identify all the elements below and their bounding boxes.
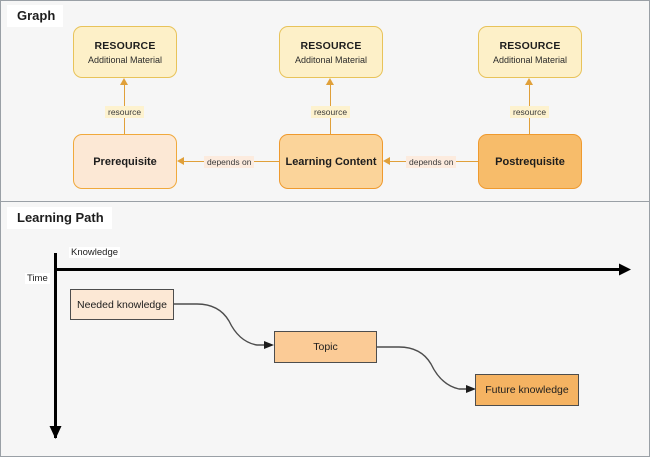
- resource-2-title: RESOURCE: [300, 39, 362, 52]
- resource-3-subtitle: Additional Material: [492, 54, 568, 65]
- resource-3-title: RESOURCE: [499, 39, 561, 52]
- edge-label-resource-3: resource: [510, 106, 550, 118]
- graph-node-resource-2[interactable]: RESOURCE Additonal Material: [279, 26, 383, 78]
- edge-arrow-resource-3: [525, 78, 533, 85]
- connector-needed-to-topic: [174, 303, 265, 346]
- graph-node-resource-3[interactable]: RESOURCE Additional Material: [478, 26, 582, 78]
- postrequisite-label: Postrequisite: [495, 155, 565, 168]
- resource-1-title: RESOURCE: [94, 39, 156, 52]
- edge-arrow-resource-2: [326, 78, 334, 85]
- step-needed-knowledge-label: Needed knowledge: [77, 298, 167, 311]
- step-future-knowledge-label: Future knowledge: [485, 384, 569, 396]
- connector-topic-to-future: [377, 346, 467, 390]
- edge-arrow-depends-2: [383, 157, 390, 165]
- edge-label-resource-2: resource: [311, 106, 351, 118]
- connector-arrowhead-topic: [264, 341, 274, 349]
- graph-node-postrequisite[interactable]: Postrequisite: [478, 134, 582, 189]
- graph-node-prerequisite[interactable]: Prerequisite: [73, 134, 177, 189]
- edge-arrow-resource-1: [120, 78, 128, 85]
- learning-content-label: Learning Content: [285, 155, 377, 168]
- edge-label-depends-2: depends on: [406, 156, 457, 168]
- resource-2-subtitle: Additonal Material: [294, 54, 368, 65]
- axis-label-knowledge: Knowledge: [69, 247, 121, 258]
- learning-path-step-needed-knowledge[interactable]: Needed knowledge: [70, 289, 174, 320]
- panel-title-graph: Graph: [7, 5, 64, 27]
- knowledge-axis-line: [56, 268, 621, 271]
- time-axis-line: [54, 253, 57, 438]
- panel-title-learning-path: Learning Path: [7, 207, 112, 229]
- axis-label-time: Time: [25, 273, 50, 284]
- step-topic-label: Topic: [313, 341, 338, 353]
- edge-label-resource-1: resource: [105, 106, 145, 118]
- graph-node-learning-content[interactable]: Learning Content: [279, 134, 383, 189]
- edge-label-depends-1: depends on: [204, 156, 255, 168]
- learning-path-step-topic[interactable]: Topic: [274, 331, 377, 363]
- edge-arrow-depends-1: [177, 157, 184, 165]
- panel-divider: [1, 201, 649, 202]
- learning-path-step-future-knowledge[interactable]: Future knowledge: [475, 374, 579, 406]
- graph-node-resource-1[interactable]: RESOURCE Additional Material: [73, 26, 177, 78]
- prerequisite-label: Prerequisite: [93, 155, 157, 168]
- resource-1-subtitle: Additional Material: [87, 54, 163, 65]
